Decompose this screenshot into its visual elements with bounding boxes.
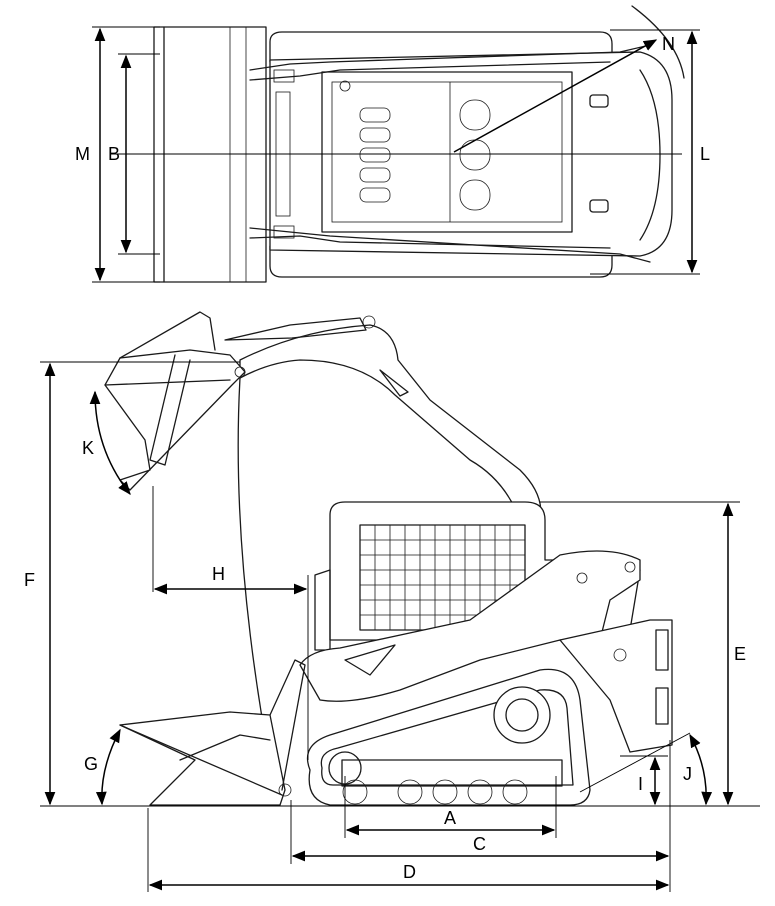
dimension-k-arc (89, 390, 131, 496)
track-rollers (342, 779, 528, 805)
dimension-n-line (453, 39, 658, 153)
label-n: N (662, 34, 675, 54)
top-view: M B L N (75, 5, 710, 283)
lowered-bucket (119, 711, 286, 806)
label-c: C (473, 834, 486, 854)
raised-bucket (104, 349, 246, 491)
dimension-j-arc (689, 733, 713, 806)
label-h: H (212, 564, 225, 584)
label-a: A (444, 808, 456, 828)
raised-loader-arm (239, 324, 542, 521)
top-floor-slots (359, 99, 491, 211)
label-f: F (24, 570, 35, 590)
label-l: L (700, 144, 710, 164)
label-m: M (75, 144, 90, 164)
label-j: J (683, 764, 692, 784)
top-cab (321, 71, 573, 233)
label-i: I (638, 774, 643, 794)
top-bucket (153, 26, 267, 283)
label-e: E (734, 644, 746, 664)
engine-housing (559, 619, 673, 753)
label-b: B (108, 144, 120, 164)
lowered-loader-arm (299, 550, 641, 702)
drive-sprocket (493, 686, 551, 744)
side-view: F K H G E J I A C D (24, 311, 760, 892)
label-g: G (84, 754, 98, 774)
label-d: D (403, 862, 416, 882)
label-k: K (82, 438, 94, 458)
dimension-g-arc (95, 728, 121, 806)
swing-radius-arc (631, 5, 685, 79)
